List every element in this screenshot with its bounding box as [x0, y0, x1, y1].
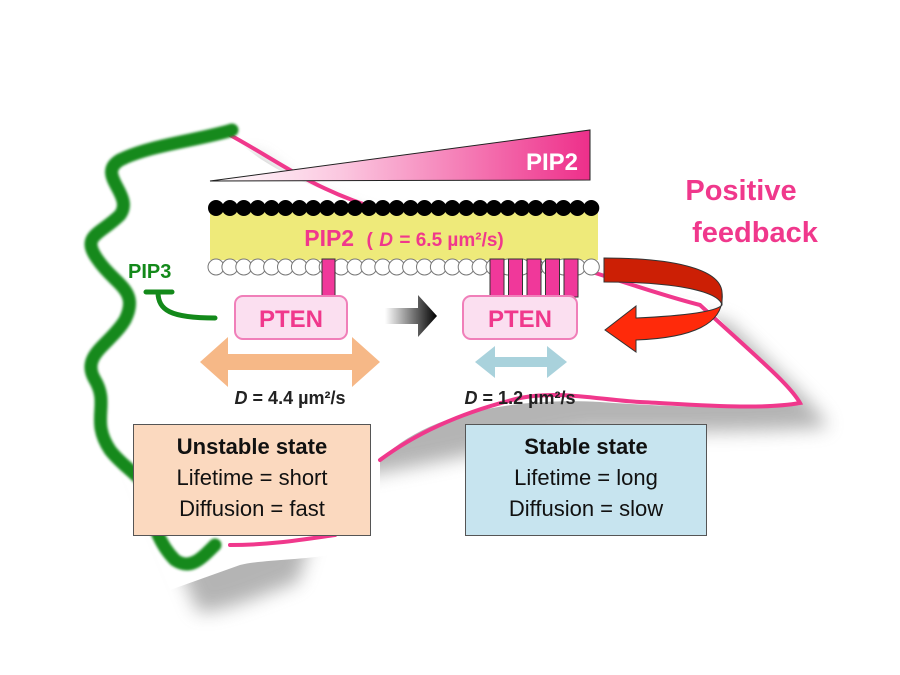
pten-left-diffusion: D = 4.4 µm²/s — [235, 388, 346, 408]
lipid-head-outer — [374, 200, 391, 216]
pten-anchor — [489, 258, 505, 298]
lipid-head-outer — [402, 200, 419, 216]
lipid-head-outer — [541, 200, 558, 216]
lipid-head-outer — [333, 200, 350, 216]
positive-feedback-line-2: feedback — [692, 217, 819, 249]
pten-anchor — [508, 258, 523, 298]
slow-diffusion-arrow-icon — [475, 346, 567, 378]
lipid-head-outer — [486, 200, 502, 216]
lipid-head-outer — [208, 200, 224, 216]
lipid-head-outer — [430, 200, 447, 216]
pten-left-label: PTEN — [259, 306, 323, 333]
lipid-head-outer — [527, 200, 544, 216]
pip2-label-value: = 6.5 µm²/s) — [399, 230, 503, 251]
lipid-head-outer — [291, 200, 308, 216]
lipid-head-outer — [444, 200, 461, 216]
unstable-state-title: Unstable state — [176, 434, 328, 459]
lipid-head-outer — [583, 200, 600, 216]
lipid-head-outer — [347, 200, 363, 216]
lipid-head-outer — [235, 200, 252, 216]
positive-feedback-line-1: Positive — [685, 175, 796, 207]
pten-anchor-cluster — [489, 258, 579, 298]
lipid-head-outer — [388, 200, 405, 216]
pip3-label: PIP3 — [128, 261, 171, 283]
fast-diffusion-arrow-icon — [200, 337, 380, 387]
lipid-head-outer — [555, 200, 572, 216]
lipid-head-outer — [458, 200, 475, 216]
positive-feedback-label: Positive feedback — [685, 175, 818, 249]
pten-right-box — [462, 295, 578, 340]
pten-anchor — [563, 258, 579, 298]
pip2-label-main: PIP2 — [304, 225, 354, 251]
stable-state-diffusion: Diffusion = slow — [508, 496, 664, 521]
pip2-label-paren: ( — [367, 230, 374, 251]
unstable-state-diffusion: Diffusion = fast — [179, 496, 325, 521]
lipid-head-outer — [513, 200, 530, 216]
stable-state-title: Stable state — [524, 434, 648, 459]
pten-left-d-value: = 4.4 µm²/s — [253, 388, 346, 408]
lipid-head-outer — [569, 200, 586, 216]
stable-state-box: Stable state Lifetime = long Diffusion =… — [465, 424, 707, 536]
unstable-state-lifetime: Lifetime = short — [176, 465, 328, 490]
pten-right-diffusion: D = 1.2 µm²/s — [465, 388, 576, 408]
pten-anchor-left — [321, 258, 336, 298]
lipid-head-outer — [360, 200, 377, 216]
pten-right-label: PTEN — [488, 306, 552, 333]
pip2-membrane-label: PIP2 ( D = 6.5 µm²/s) — [304, 225, 504, 251]
pten-anchor — [545, 258, 560, 298]
pten-left-d: D — [235, 388, 248, 408]
lipid-head-outer — [249, 200, 266, 216]
membrane-band — [210, 212, 598, 260]
lipid-head-outer — [263, 200, 280, 216]
transition-arrow-icon — [385, 295, 437, 337]
lipid-head-outer — [472, 200, 489, 216]
lipid-head-outer — [221, 200, 238, 216]
stable-state-lifetime: Lifetime = long — [514, 465, 658, 490]
pip3-inhibition-icon — [143, 289, 218, 321]
pten-left-box — [234, 295, 348, 340]
lipid-head-inner — [582, 258, 600, 276]
pten-right-d: D — [465, 388, 478, 408]
pip2-gradient-label: PIP2 — [526, 149, 578, 176]
positive-feedback-arrow-icon — [603, 257, 723, 353]
lipid-head-outer — [499, 200, 516, 216]
lipid-head-outer — [319, 200, 336, 216]
lipid-head-outer — [305, 200, 322, 216]
unstable-state-box: Unstable state Lifetime = short Diffusio… — [133, 424, 371, 536]
pten-anchor — [526, 258, 542, 298]
lipid-head-outer — [416, 200, 433, 216]
pten-right-d-value: = 1.2 µm²/s — [483, 388, 576, 408]
outer-lipid-heads — [208, 200, 600, 216]
lipid-head-outer — [277, 200, 294, 216]
pip2-gradient-wedge — [209, 129, 591, 182]
pip2-label-d: D — [379, 230, 393, 251]
